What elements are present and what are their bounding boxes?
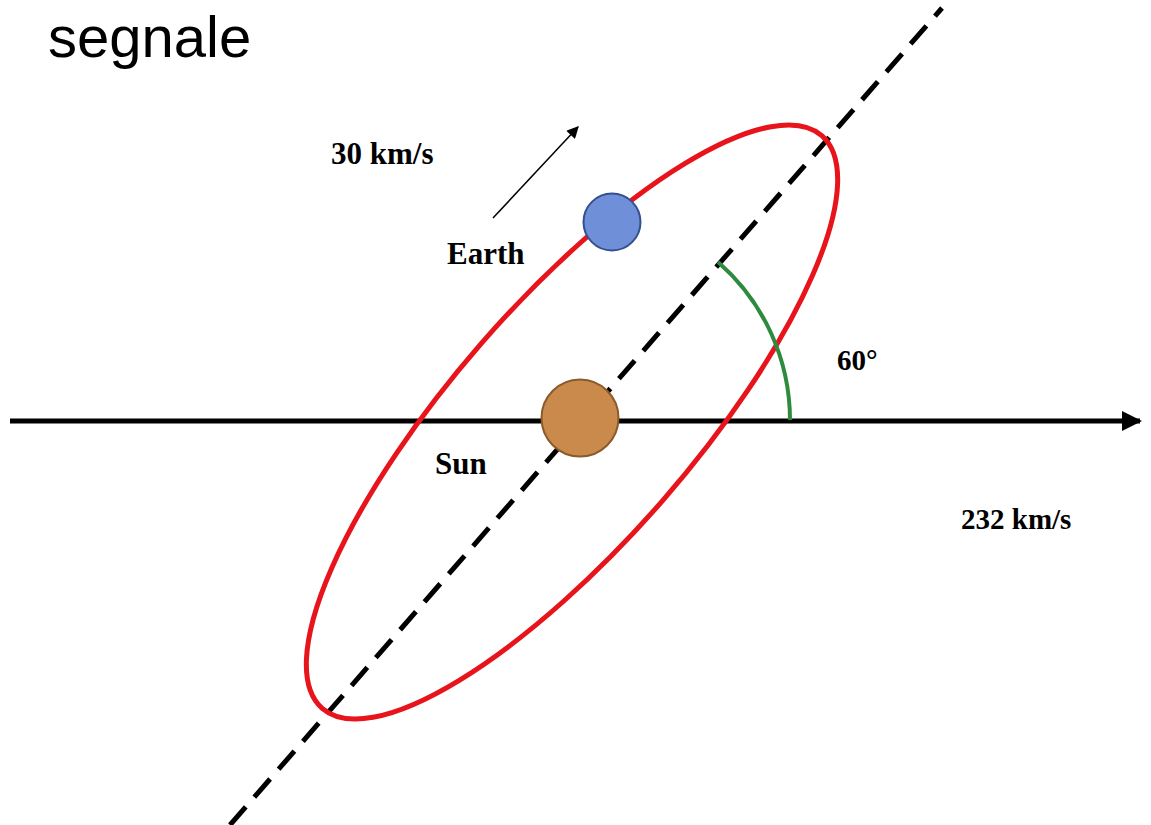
body-circle (540, 378, 620, 458)
earth-velocity-arrow (493, 127, 578, 218)
orbit-axis-dashed (230, 8, 942, 825)
body-circle (582, 192, 642, 252)
earth-planet: Earth (582, 192, 642, 252)
body-label: Sun (432, 446, 490, 482)
angle-arc (718, 262, 790, 420)
sun-star: Sun (540, 378, 620, 458)
slide-title: segnale (48, 4, 251, 71)
earth-speed-label: 30 km/s (328, 136, 437, 172)
sun-speed-label: 232 km/s (958, 503, 1074, 536)
body-disc (584, 194, 641, 251)
angle-label: 60° (834, 344, 881, 377)
body-disc (542, 380, 619, 457)
earth-orbit (232, 57, 912, 787)
body-label: Earth (444, 236, 528, 272)
